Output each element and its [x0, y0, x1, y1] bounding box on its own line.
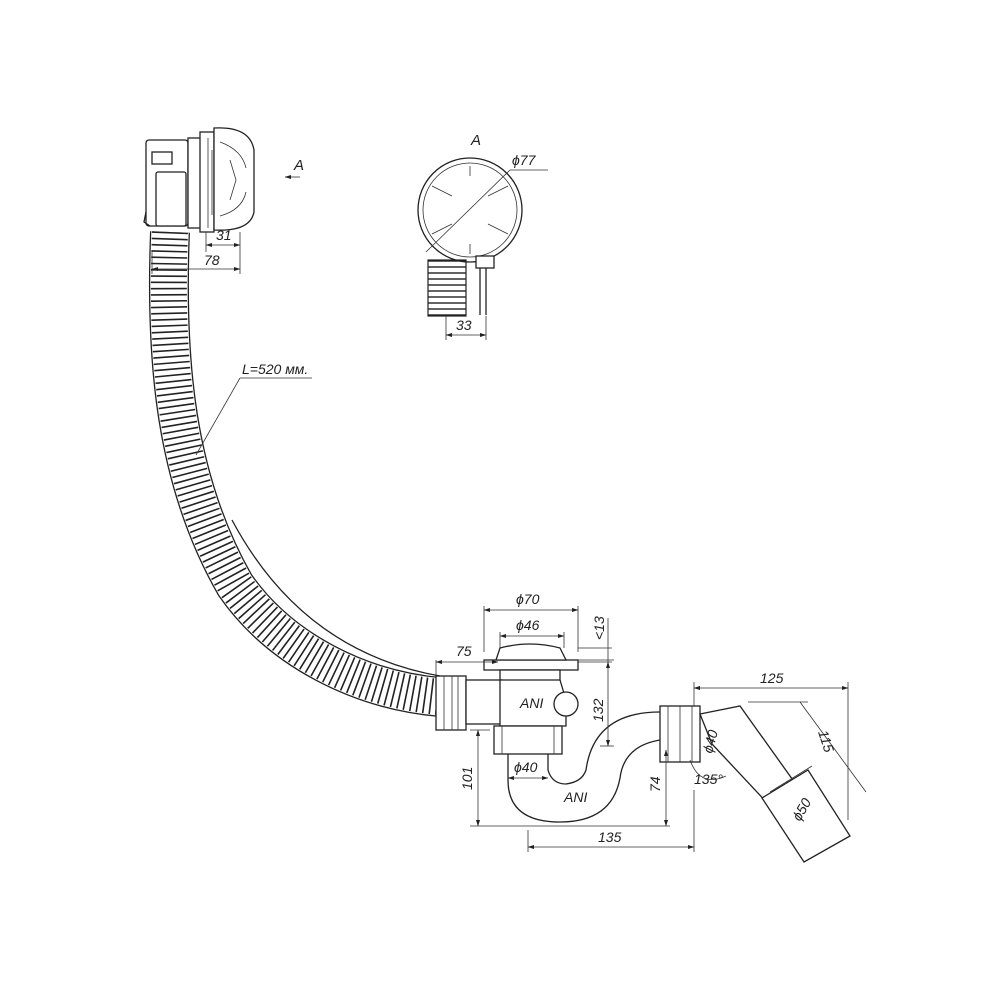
detail-view-a: A ϕ77 33	[417, 132, 548, 340]
flexible-hose	[148, 231, 443, 717]
dimension-outlet: 125 115 ϕ40 135° ϕ50	[689, 670, 867, 824]
dim-40-outlet: ϕ40	[699, 728, 721, 755]
dim-125: 125	[760, 670, 784, 686]
dim-74: 74	[647, 776, 663, 792]
dim-31: 31	[216, 227, 232, 243]
dim-78: 78	[204, 252, 220, 268]
dim-115: 115	[815, 728, 837, 754]
dim-75: 75	[456, 643, 472, 659]
dim-46: ϕ46	[516, 617, 540, 633]
dimension-drain: ϕ70 ϕ46 <13 75 132 101 ϕ40 74 135	[435, 591, 695, 852]
dim-135: 135	[598, 829, 622, 845]
dim-33: 33	[456, 317, 472, 333]
view-label-a: A	[293, 157, 304, 174]
dim-hose-length: L=520 мм.	[242, 361, 308, 377]
dim-13: <13	[591, 616, 607, 640]
dim-132: 132	[590, 698, 606, 722]
overflow-fitting	[143, 127, 255, 233]
detail-title: A	[470, 132, 481, 149]
hose-length-label: L=520 мм.	[195, 361, 312, 456]
view-arrow-a: A	[284, 157, 304, 179]
dim-77: ϕ77	[512, 152, 537, 168]
dim-70: ϕ70	[516, 591, 540, 607]
dim-40-inlet: ϕ40	[514, 759, 538, 775]
dim-135-angle: 135°	[694, 771, 723, 787]
dimension-overflow: 31 78	[151, 227, 241, 274]
brand-mark-drain: ANI	[519, 695, 543, 711]
brand-mark: ANI	[563, 789, 587, 805]
dim-101: 101	[459, 767, 475, 790]
drain-trap: ANI ANI	[435, 643, 851, 863]
